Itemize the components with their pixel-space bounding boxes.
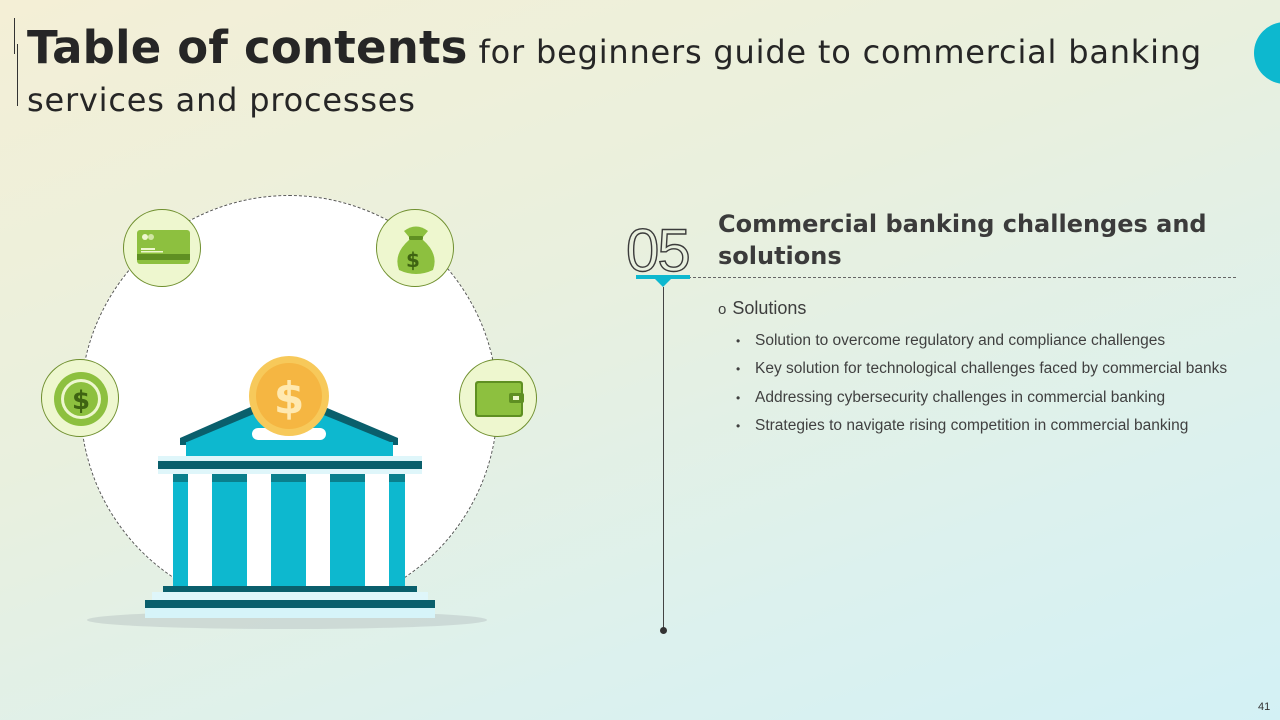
bank-coin-dollar: $ (274, 373, 305, 424)
page-title: Table of contents for beginners guide to… (27, 24, 1207, 124)
corner-decoration (1254, 22, 1280, 84)
title-accent-line-2 (17, 44, 18, 106)
dollar-coin-icon: $ (41, 359, 119, 437)
page-number: 41 (1258, 701, 1271, 713)
section-number: 05 (625, 217, 691, 284)
subheading-bullet: o (718, 301, 727, 318)
title-rest: for beginners guide to commercial bankin… (27, 33, 1203, 119)
section-marker-triangle (655, 279, 671, 287)
list-item: •Strategies to navigate rising competiti… (736, 416, 1189, 434)
credit-card-icon (123, 209, 201, 287)
money-bag-dollar: $ (406, 248, 420, 272)
list-item-text: Solution to overcome regulatory and comp… (755, 332, 1166, 349)
subheading-text: Solutions (732, 298, 807, 318)
coin-dollar: $ (72, 386, 90, 416)
list-item: •Key solution for technological challeng… (736, 360, 1228, 378)
money-bag-icon: $ (376, 209, 454, 287)
list-item: •Solution to overcome regulatory and com… (736, 332, 1166, 349)
solutions-list: •Solution to overcome regulatory and com… (736, 327, 1227, 440)
wallet-icon (459, 359, 537, 437)
list-item-text: Strategies to navigate rising competitio… (755, 416, 1189, 434)
list-item-text: Key solution for technological challenge… (755, 360, 1228, 378)
bank-building-icon: $ (80, 345, 500, 639)
title-accent-line (14, 18, 15, 54)
title-bold: Table of contents (27, 21, 468, 74)
divider-line (638, 277, 1236, 278)
section-title: Commercial banking challenges and soluti… (718, 210, 1207, 270)
subheading: o Solutions (718, 298, 806, 319)
timeline-end-dot (660, 627, 667, 634)
section-marker-bar (636, 275, 690, 279)
list-item-text: Addressing cybersecurity challenges in c… (755, 388, 1166, 406)
list-item: •Addressing cybersecurity challenges in … (736, 388, 1166, 406)
timeline-line (663, 287, 664, 629)
